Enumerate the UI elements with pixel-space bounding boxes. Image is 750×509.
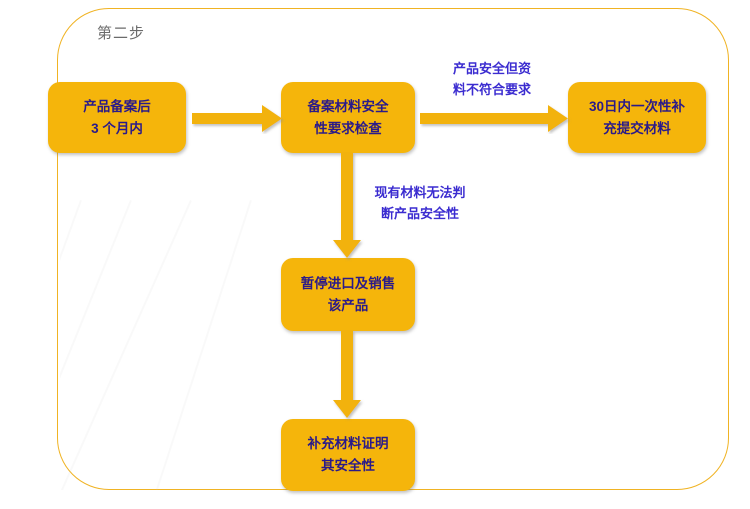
node-suspend-line1: 暂停进口及销售: [300, 275, 396, 291]
node-resub-line1: 30日内一次性补: [588, 98, 686, 114]
arrow-suspend-to-prove-icon: [333, 330, 361, 418]
node-check-line1: 备案材料安全: [307, 98, 389, 114]
step-title: 第二步: [97, 25, 146, 42]
arrow-check-to-suspend-icon: [333, 152, 361, 258]
label-right-line2: 料不符合要求: [452, 82, 531, 97]
node-suspend-line2: 该产品: [327, 297, 369, 313]
node-start-line1: 产品备案后: [83, 98, 151, 114]
edge-label-product-safe-but-docs-noncompliant: 产品安全但资 料不符合要求: [425, 58, 559, 100]
label-down-line2: 断产品安全性: [380, 206, 459, 221]
node-resubmit-materials-30-days[interactable]: 30日内一次性补 充提交材料: [568, 82, 706, 153]
label-down-line1: 现有材料无法判: [374, 185, 466, 200]
node-prove-line1: 补充材料证明: [307, 436, 389, 451]
node-safety-requirement-check[interactable]: 备案材料安全 性要求检查: [281, 82, 415, 153]
edge-label-cannot-determine-safety: 现有材料无法判 断产品安全性: [353, 182, 487, 224]
node-check-line2: 性要求检查: [314, 120, 382, 136]
arrow-check-to-resubmit-icon: [420, 105, 568, 132]
node-resub-line2: 充提交材料: [603, 120, 671, 136]
node-prove-line2: 其安全性: [321, 458, 375, 473]
node-start-line2: 3 个月内: [91, 120, 143, 136]
node-product-filing-period[interactable]: 产品备案后 3 个月内: [48, 82, 186, 153]
outer-frame-border: [57, 8, 729, 490]
node-suspend-import-and-sales[interactable]: 暂停进口及销售 该产品: [281, 258, 415, 331]
label-right-line1: 产品安全但资: [452, 61, 531, 76]
node-supplement-materials-prove-safety[interactable]: 补充材料证明 其安全性: [281, 419, 415, 491]
arrow-start-to-check-icon: [192, 105, 282, 132]
